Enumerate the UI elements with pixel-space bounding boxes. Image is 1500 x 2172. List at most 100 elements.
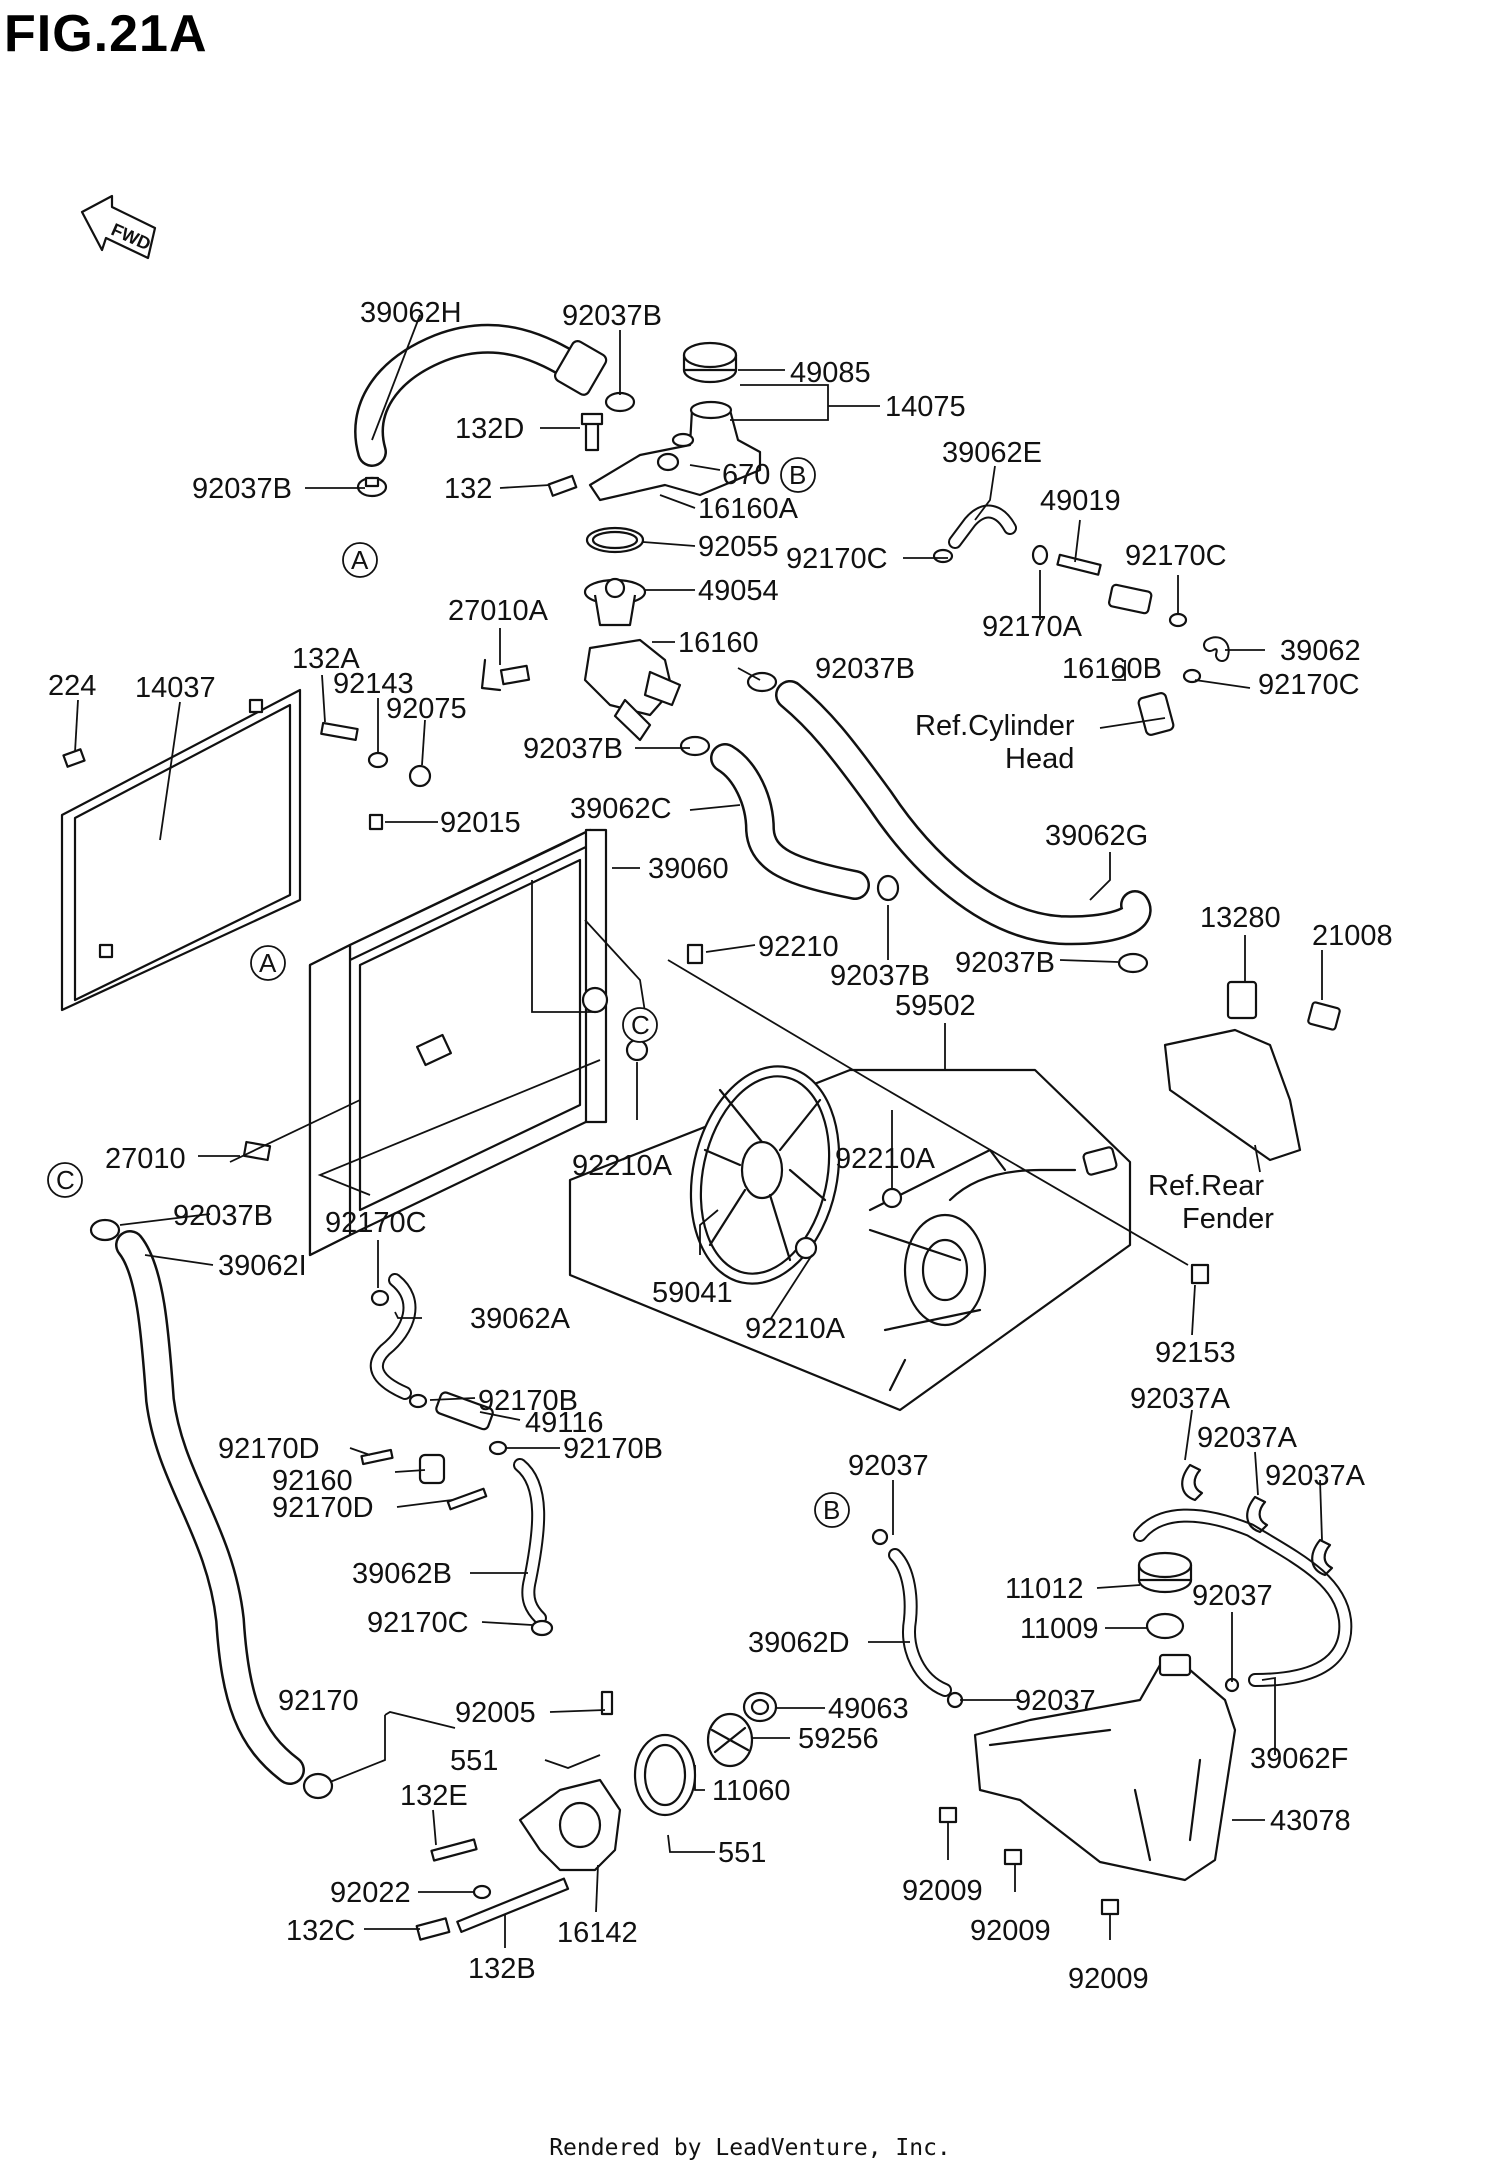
label-224[interactable]: 224 [48,670,96,702]
label-92037B[interactable]: 92037B [955,947,1055,979]
hose-39062E[interactable] [948,504,1017,549]
label-11012[interactable]: 11012 [1005,1573,1084,1605]
pump-cover-11060[interactable] [633,1733,697,1817]
label-59041[interactable]: 59041 [652,1277,733,1309]
label-49019[interactable]: 49019 [1040,485,1121,517]
nipple-92005[interactable] [600,1690,614,1716]
radiator-shroud-14037[interactable] [60,688,302,1012]
label-92037[interactable]: 92037 [1192,1580,1273,1612]
label-92170C[interactable]: 92170C [1125,540,1227,572]
label-39062C[interactable]: 39062C [570,793,672,825]
bolt-132[interactable] [547,474,578,497]
clamp-icon[interactable] [1117,952,1149,974]
label-49063[interactable]: 49063 [828,1693,909,1725]
clamp-icon[interactable] [1182,668,1202,684]
o-ring-92055[interactable] [585,526,645,554]
label-92037A[interactable]: 92037A [1265,1460,1366,1492]
clamp-icon[interactable] [302,1772,334,1800]
label-39062I[interactable]: 39062I [218,1250,307,1282]
label-92210A[interactable]: 92210A [835,1143,936,1175]
label-92170[interactable]: 92170 [278,1685,359,1717]
bolt-132D[interactable] [580,412,604,452]
label-92037B[interactable]: 92037B [523,733,623,765]
label-11009[interactable]: 11009 [1020,1613,1099,1645]
label-14075[interactable]: 14075 [885,391,966,423]
label-92210A[interactable]: 92210A [572,1150,673,1182]
clamp-icon[interactable] [604,391,636,413]
grommet-92210A[interactable] [881,1187,903,1209]
bolt-92009[interactable] [1003,1848,1023,1866]
label-59502[interactable]: 59502 [895,990,976,1022]
label-49085[interactable]: 49085 [790,357,871,389]
label-ref-cylinder[interactable]: Ref.Cylinder [915,710,1075,742]
o-ring-670[interactable] [656,452,680,472]
label-92153[interactable]: 92153 [1155,1337,1236,1369]
nut-92015[interactable] [368,813,384,831]
grommet-92210A[interactable] [625,1038,649,1062]
hose-39062G[interactable] [775,680,1152,946]
label-39062[interactable]: 39062 [1280,635,1361,667]
temp-sensor-27010A[interactable] [480,658,531,692]
hose-39062I[interactable] [115,1230,305,1785]
label-39062H[interactable]: 39062H [360,297,462,329]
bypass-pipe-49019[interactable] [1056,553,1102,576]
label-27010A[interactable]: 27010A [448,595,549,627]
label-132B[interactable]: 132B [468,1953,536,1985]
clip-92210[interactable] [686,943,704,965]
hose-39062B[interactable] [513,1458,547,1625]
label-21008[interactable]: 21008 [1312,920,1393,952]
label-132D[interactable]: 132D [455,413,524,445]
hose-39062F[interactable] [1133,1508,1353,1687]
label-39062G[interactable]: 39062G [1045,820,1148,852]
label-92037B[interactable]: 92037B [562,300,662,332]
clamp-92037A[interactable] [1181,1463,1204,1502]
label-49116[interactable]: 49116 [525,1407,604,1439]
washer-92022[interactable] [472,1884,492,1900]
label-16142[interactable]: 16142 [557,1917,638,1949]
label-92009[interactable]: 92009 [902,1875,983,1907]
cap-11012[interactable] [1137,1551,1193,1594]
thermostat-49054[interactable] [583,577,647,627]
bolt-132B[interactable] [456,1877,570,1934]
clamp-icon[interactable] [1168,612,1188,628]
bolt-132E[interactable] [430,1838,478,1862]
band-92170D[interactable] [360,1448,394,1466]
fuse-21008[interactable] [1307,1001,1341,1031]
label-39062D[interactable]: 39062D [748,1627,850,1659]
hose-39062H[interactable] [354,323,608,467]
label-59256[interactable]: 59256 [798,1723,879,1755]
radiator-cap-49085[interactable] [682,341,738,384]
label-132[interactable]: 132 [444,473,492,505]
label-92170D[interactable]: 92170D [272,1492,374,1524]
label-ref-rear[interactable]: Ref.Rear [1148,1170,1264,1202]
label-132E[interactable]: 132E [400,1780,468,1812]
label-92170D[interactable]: 92170D [218,1433,320,1465]
valve-16160B[interactable] [1108,583,1153,615]
label-92037B[interactable]: 92037B [830,960,930,992]
damper-92160[interactable] [418,1453,446,1485]
clamp-icon[interactable] [876,874,900,902]
radiator-39060[interactable] [308,828,609,1257]
grommet-92210A[interactable] [794,1236,818,1260]
label-92015[interactable]: 92015 [440,807,521,839]
bolt-92153[interactable] [1190,1263,1210,1285]
clamp-92037A[interactable] [1311,1538,1334,1577]
label-132C[interactable]: 132C [286,1915,355,1947]
relay-13280[interactable] [1226,980,1258,1020]
label-92075[interactable]: 92075 [386,693,467,725]
fan-assembly-59502[interactable] [568,1068,1132,1412]
label-16160A[interactable]: 16160A [698,493,799,525]
fan-blade-59041[interactable] [672,1052,859,1297]
label-39062A[interactable]: 39062A [470,1303,571,1335]
clamp-icon[interactable] [89,1218,121,1242]
label-92009[interactable]: 92009 [1068,1963,1149,1995]
label-92037A[interactable]: 92037A [1197,1422,1298,1454]
label-39062F[interactable]: 39062F [1250,1743,1348,1775]
fan-motor[interactable] [868,1146,1118,1392]
label-92160[interactable]: 92160 [272,1465,353,1497]
label-92170A[interactable]: 92170A [982,611,1083,643]
label-16160[interactable]: 16160 [678,627,759,659]
pipe-49116[interactable] [435,1391,494,1431]
label-39062B[interactable]: 39062B [352,1558,452,1590]
hose-39062D[interactable] [888,1548,952,1697]
